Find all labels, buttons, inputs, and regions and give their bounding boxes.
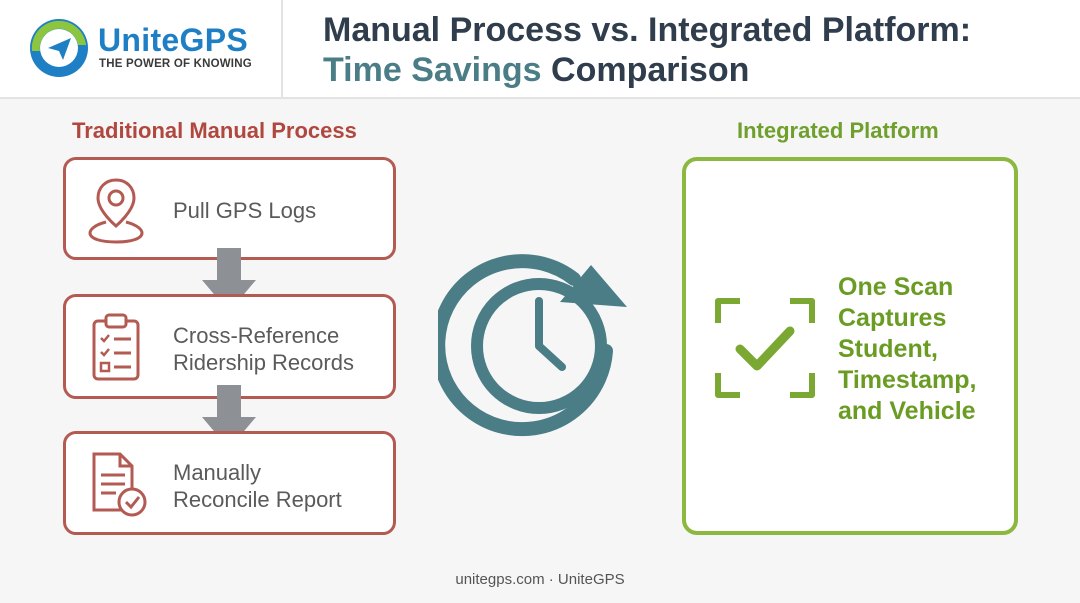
platform-line: Captures [838,304,947,332]
step2-line1: Cross-Reference [173,323,340,348]
header: UniteGPS THE POWER OF KNOWING Manual Pro… [0,0,1080,99]
step2-label: Cross-Reference Ridership Records [173,322,354,376]
platform-line: One Scan [838,273,954,301]
brand-name-part1: Unite [98,22,180,58]
page-title: Manual Process vs. Integrated Platform: … [323,10,1063,90]
brand-name: UniteGPS [98,22,248,59]
manual-process-heading: Traditional Manual Process [72,118,357,143]
step3-line1: Manually [173,460,262,485]
clock-refresh-icon [438,254,627,437]
unitegps-logo[interactable]: UniteGPS THE POWER OF KNOWING [28,14,268,80]
title-line1: Manual Process vs. Integrated Platform: [323,11,972,49]
brand-name-part2: GPS [179,22,248,58]
brand-tagline: THE POWER OF KNOWING [99,58,252,70]
integrated-platform-box: One Scan Captures Student, Timestamp, an… [682,157,1018,535]
platform-line: and Vehicle [838,397,976,425]
scan-check-icon [715,298,815,398]
clipboard-checklist-icon [92,313,140,381]
map-pin-icon [88,178,144,244]
step-pull-gps-logs: Pull GPS Logs [63,157,396,260]
document-check-icon [92,452,147,517]
logo-emblem-icon [30,19,88,77]
step2-line2: Ridership Records [173,350,354,375]
platform-description: One Scan Captures Student, Timestamp, an… [838,272,1013,427]
platform-line: Student, [838,335,938,363]
integrated-platform-heading: Integrated Platform [737,118,939,143]
title-line2: Time Savings Comparison [323,50,1063,90]
header-divider [281,0,283,97]
step-cross-reference: Cross-Reference Ridership Records [63,294,396,399]
step3-line2: Reconcile Report [173,487,342,512]
step1-label: Pull GPS Logs [173,198,317,223]
platform-line: Timestamp, [838,366,977,394]
title-accent: Time Savings [323,51,542,89]
step-manually-reconcile: Manually Reconcile Report [63,431,396,535]
footer-credit[interactable]: unitegps.com · UniteGPS [455,571,625,588]
title-rest: Comparison [541,51,750,89]
step3-label: Manually Reconcile Report [173,459,342,513]
